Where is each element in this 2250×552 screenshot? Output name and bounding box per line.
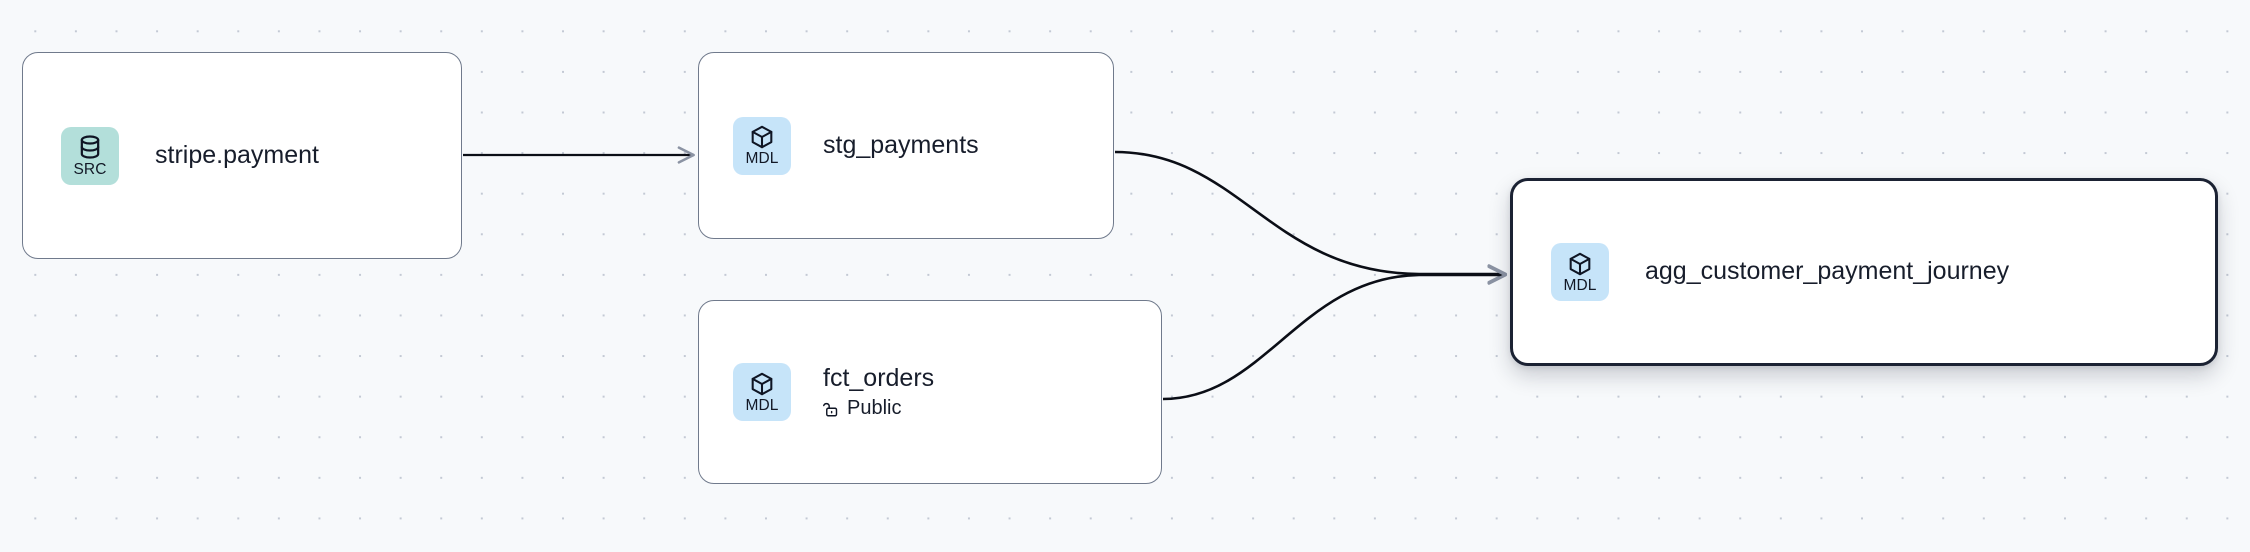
node-title: stg_payments [823, 130, 979, 159]
visibility-label: Public [847, 397, 902, 420]
node-body: fct_orders Public [823, 364, 934, 421]
node-body: stg_payments [823, 131, 979, 161]
edge-stg-to-agg [1114, 150, 1508, 284]
cube-icon [1567, 251, 1593, 277]
node-kind-label: MDL [1563, 276, 1597, 294]
node-kind-badge-mdl: MDL [733, 363, 791, 421]
node-body: agg_customer_payment_journey [1645, 257, 2009, 287]
node-title: agg_customer_payment_journey [1645, 257, 2010, 286]
visibility-badge: Public [823, 397, 934, 420]
database-icon [76, 133, 104, 161]
node-kind-label: MDL [745, 150, 779, 168]
node-stg-payments[interactable]: MDL stg_payments [698, 52, 1114, 239]
node-kind-label: SRC [73, 161, 107, 179]
cube-icon [749, 124, 775, 150]
node-fct-orders[interactable]: MDL fct_orders Public [698, 300, 1162, 484]
node-agg-customer-payment-journey[interactable]: MDL agg_customer_payment_journey [1510, 178, 2218, 366]
unlock-icon [823, 400, 841, 418]
node-stripe-payment[interactable]: SRC stripe.payment [22, 52, 462, 259]
node-kind-badge-mdl: MDL [1551, 243, 1609, 301]
node-title: stripe.payment [155, 140, 319, 169]
node-body: stripe.payment [155, 141, 319, 171]
node-kind-badge-src: SRC [61, 126, 119, 185]
edge-fct-to-agg [1162, 265, 1508, 401]
node-kind-label: MDL [745, 396, 779, 414]
cube-icon [749, 371, 775, 397]
node-title: fct_orders [823, 363, 935, 392]
node-kind-badge-mdl: MDL [733, 116, 791, 175]
